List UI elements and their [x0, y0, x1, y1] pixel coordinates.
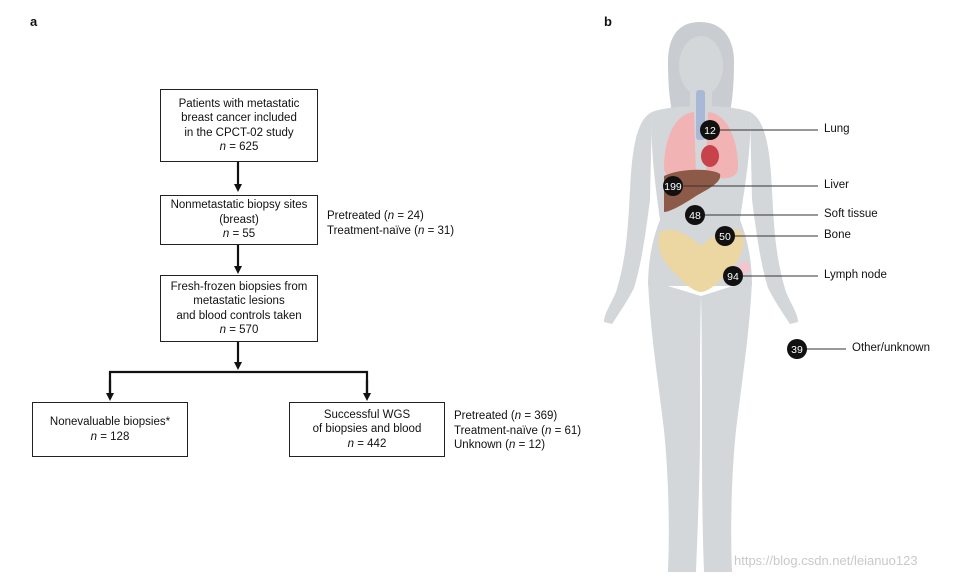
heart: [701, 145, 719, 167]
box1-line3: in the CPCT-02 study: [184, 126, 294, 139]
site-label-soft-tissue: Soft tissue: [824, 208, 878, 220]
lung-left: [664, 112, 696, 179]
box2-side-notes: Pretreated (n = 24) Treatment-naïve (n =…: [327, 209, 454, 238]
box5-line1: Successful WGS: [323, 408, 411, 421]
box5-line2: of biopsies and blood: [312, 423, 422, 436]
box1-line2: breast cancer included: [181, 112, 297, 124]
box1-count: n = 625: [219, 141, 259, 153]
box5-count: n = 442: [347, 437, 387, 450]
site-label-other: Other/unknown: [852, 342, 930, 354]
site-markers: [663, 120, 807, 359]
count-lymph-node: 94: [727, 271, 739, 283]
box3-line3: and blood controls taken: [176, 309, 302, 322]
panel-label-a: a: [30, 14, 38, 29]
panel-label-b: b: [604, 14, 612, 29]
box5-side-notes: Pretreated (n = 369) Treatment-naïve (n …: [454, 409, 581, 453]
box-nonmetastatic-sites: Nonmetastatic biopsy sites (breast) n = …: [160, 195, 318, 245]
count-liver: 199: [664, 181, 682, 193]
box2-line2: (breast): [219, 213, 259, 226]
marker-liver: [663, 176, 683, 196]
box2-side-naive: Treatment-naïve (n = 31): [327, 224, 455, 237]
marker-bone: [715, 226, 735, 246]
box2-side-pretreated: Pretreated (n = 24): [327, 210, 424, 222]
count-lung: 12: [704, 125, 716, 137]
box5-side-pretreated: Pretreated (n = 369): [454, 410, 558, 422]
site-label-liver: Liver: [824, 179, 849, 191]
box3-line2: metastatic lesions: [193, 295, 285, 307]
count-bone: 50: [719, 231, 731, 243]
watermark: https://blog.csdn.net/leianuo123: [734, 553, 918, 568]
site-leader-lines: [683, 129, 846, 350]
box-successful-wgs: Successful WGS of biopsies and blood n =…: [289, 402, 445, 457]
count-soft-tissue: 48: [689, 210, 701, 222]
marker-soft-tissue: [685, 205, 705, 225]
box3-count: n = 570: [219, 324, 259, 336]
box4-count: n = 128: [90, 430, 130, 443]
box-nonevaluable: Nonevaluable biopsies* n = 128: [32, 402, 188, 457]
site-label-lymph-node: Lymph node: [824, 269, 887, 281]
box5-side-naive: Treatment-naïve (n = 61): [454, 424, 582, 437]
count-other: 39: [791, 344, 803, 356]
box2-line1: Nonmetastatic biopsy sites: [170, 199, 308, 212]
box3-line1: Fresh-frozen biopsies from: [170, 280, 308, 293]
marker-lymph-node: [723, 266, 743, 286]
box4-line1: Nonevaluable biopsies*: [49, 416, 171, 428]
box5-side-unknown: Unknown (n = 12): [454, 439, 546, 451]
box1-line1: Patients with metastatic: [178, 97, 300, 110]
site-label-lung: Lung: [824, 123, 850, 135]
box-patients-included: Patients with metastatic breast cancer i…: [160, 89, 318, 162]
box2-count: n = 55: [222, 228, 256, 241]
box-fresh-frozen-biopsies: Fresh-frozen biopsies from metastatic le…: [160, 275, 318, 342]
site-label-bone: Bone: [824, 229, 851, 241]
marker-lung: [700, 120, 720, 140]
marker-other: [787, 339, 807, 359]
